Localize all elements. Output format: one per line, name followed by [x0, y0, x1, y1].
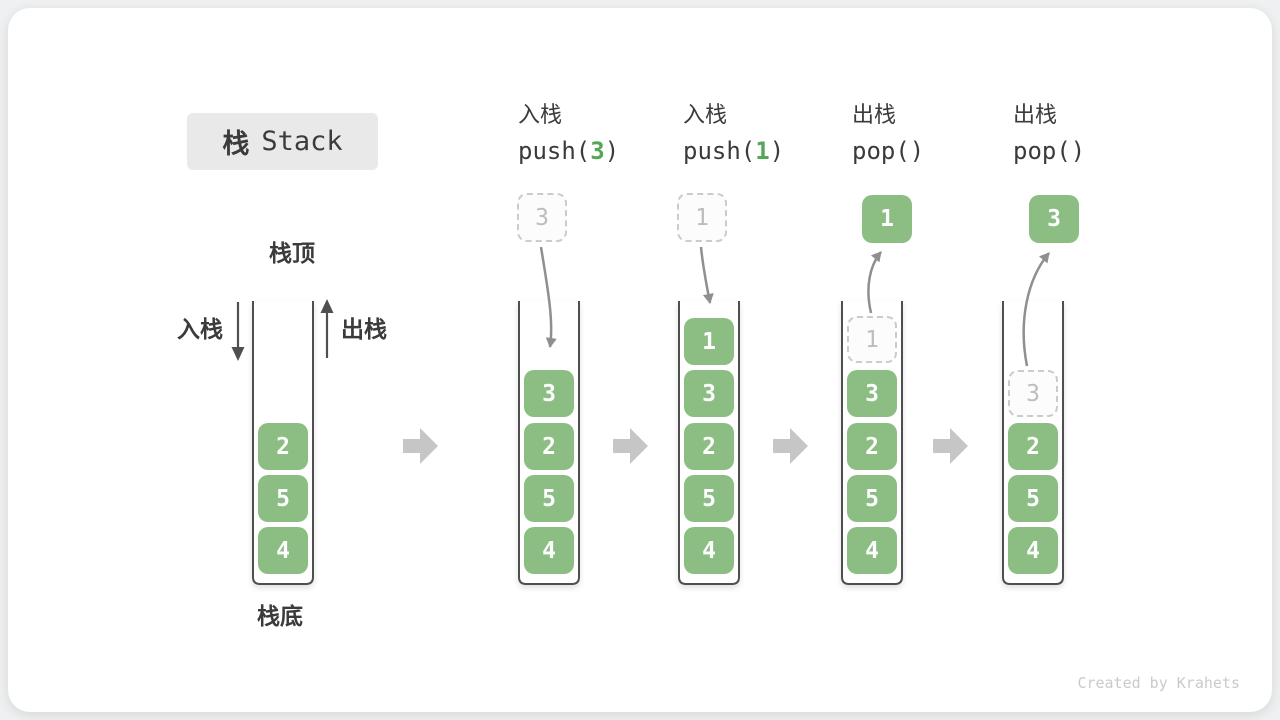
ghost-slot-box: 1 [847, 316, 897, 363]
push-label: 入栈 [177, 316, 223, 342]
code-post: ) [604, 137, 620, 165]
stack-element: 3 [684, 370, 734, 417]
popped-value-box: 1 [862, 195, 912, 243]
pop-label: 出栈 [341, 316, 387, 342]
watermark: Created by Krahets [1077, 674, 1240, 692]
stack-top-label: 栈顶 [269, 240, 315, 266]
stack-element: 3 [847, 370, 897, 417]
op-label-pop-2: 出栈 [1013, 102, 1058, 127]
op-code-push-1: push(1) [683, 139, 784, 163]
code-arg: 1 [755, 137, 770, 165]
code-post: ) [769, 137, 785, 165]
stack-element: 4 [847, 527, 897, 574]
push-flow-arrow-icon [539, 246, 557, 348]
push-direction-arrow-icon [231, 302, 245, 361]
op-code-pop-1: pop() [852, 137, 925, 165]
ghost-slot-box: 3 [1008, 370, 1058, 417]
pop-flow-arrow-icon [867, 251, 882, 314]
step-arrow-icon [773, 428, 808, 464]
stack-element: 4 [1008, 527, 1058, 574]
stack-element: 4 [524, 527, 574, 574]
stack-bottom-label: 栈底 [257, 603, 303, 629]
step-arrow-icon [613, 428, 648, 464]
step-arrow-icon [403, 428, 438, 464]
title-box: 栈 Stack [187, 113, 378, 170]
stack-element: 5 [847, 475, 897, 522]
op-code-pop-2: pop() [1013, 137, 1086, 165]
stack-element: 5 [684, 475, 734, 522]
stack-element: 2 [684, 423, 734, 470]
code-pre: push( [683, 137, 756, 165]
stack-element: 3 [524, 370, 574, 417]
stack-element: 2 [847, 423, 897, 470]
op-label-push-3: 入栈 [518, 102, 563, 127]
stack-element: 5 [258, 475, 308, 522]
stack-element: 4 [684, 527, 734, 574]
stack-element: 2 [258, 423, 308, 470]
staged-value-box: 3 [517, 193, 567, 242]
stack-element: 4 [258, 527, 308, 574]
step-arrow-icon [933, 428, 968, 464]
stack-element: 2 [524, 423, 574, 470]
popped-value-box: 3 [1029, 195, 1079, 243]
stack-element: 5 [1008, 475, 1058, 522]
title-zh: 栈 [222, 129, 250, 159]
title-en: Stack [261, 126, 343, 157]
stack-element: 2 [1008, 423, 1058, 470]
push-flow-arrow-icon [699, 246, 714, 304]
code-arg: 3 [590, 137, 605, 165]
pop-flow-arrow-icon [1022, 252, 1050, 367]
op-code-push-3: push(3) [518, 139, 619, 163]
code-pre: push( [518, 137, 591, 165]
stack-element: 5 [524, 475, 574, 522]
op-label-pop-1: 出栈 [852, 102, 897, 127]
op-label-push-1: 入栈 [683, 102, 728, 127]
pop-direction-arrow-icon [320, 299, 334, 358]
staged-value-box: 1 [677, 193, 727, 242]
stack-element: 1 [684, 318, 734, 365]
